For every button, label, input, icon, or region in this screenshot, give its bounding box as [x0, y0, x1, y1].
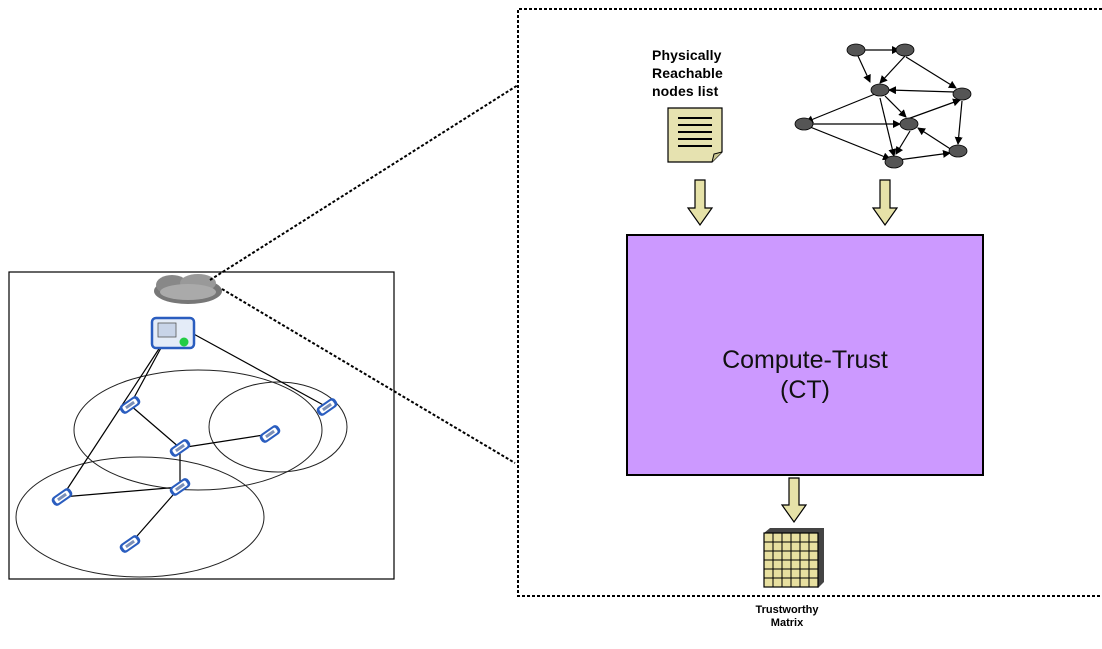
reachable-list-line1: Physically	[652, 47, 722, 63]
compute-trust-abbr: (CT)	[780, 376, 830, 404]
mobile-node-icon	[258, 423, 282, 445]
network-links	[61, 331, 328, 545]
compute-trust-box	[626, 234, 984, 476]
cloud-icon	[154, 274, 222, 304]
coverage-circle-bottom	[15, 456, 265, 578]
network-frame	[8, 271, 395, 580]
zoom-line-top	[209, 84, 519, 281]
compute-trust-title: Compute-Trust	[722, 346, 888, 374]
coverage-circle-center	[73, 369, 323, 491]
matrix-label-line2: Matrix	[770, 617, 804, 629]
coverage-circle-right	[208, 381, 348, 473]
arrow-ct-to-matrix	[780, 477, 808, 524]
reachable-list-line3: nodes list	[652, 83, 719, 99]
matrix-label-line1: Trustworthy	[755, 604, 819, 616]
reachable-list-line2: Reachable	[652, 65, 723, 81]
mobile-node-icon	[118, 533, 142, 555]
base-station-icon	[150, 316, 196, 350]
mobile-node-icon	[50, 486, 74, 508]
zoom-frame	[517, 8, 1102, 597]
trust-graph	[794, 43, 972, 169]
arrow-list-to-ct	[686, 179, 714, 227]
reachable-list-label: Physically Reachable nodes list	[652, 46, 762, 100]
zoom-line-bottom	[221, 288, 516, 464]
arrow-graph-to-ct	[871, 179, 899, 227]
matrix-icon	[763, 528, 824, 588]
document-icon	[667, 107, 723, 163]
matrix-label: Trustworthy Matrix	[712, 604, 862, 630]
mobile-node-icon	[315, 396, 339, 418]
